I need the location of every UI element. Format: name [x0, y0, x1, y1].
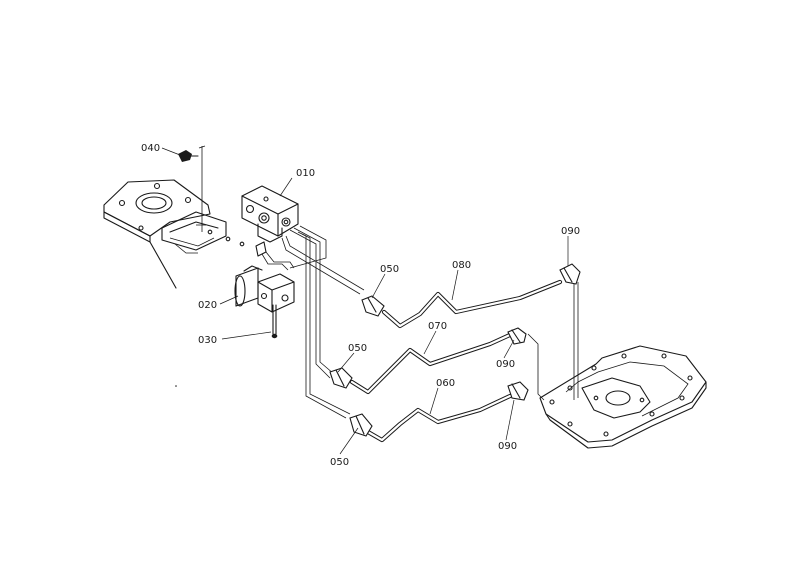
callout-050-upper: 050	[380, 264, 399, 275]
callout-080: 080	[452, 260, 471, 271]
callout-050-middle: 050	[348, 343, 367, 354]
callout-090-mid: 090	[496, 359, 515, 370]
leader-lines	[161, 147, 569, 455]
pipe-upper-part	[381, 279, 563, 329]
hoses	[281, 225, 579, 419]
elbow-090-mid	[507, 327, 527, 345]
callout-090-top: 090	[561, 226, 580, 237]
fitting-050-lower	[349, 413, 373, 437]
elbow-090-top	[559, 263, 581, 285]
pipe-lower-part	[365, 393, 513, 443]
stray-dot	[175, 385, 177, 387]
fitting-050-middle	[329, 367, 353, 389]
callout-040: 040	[141, 143, 160, 154]
solenoid-valve	[234, 241, 295, 313]
pipe-middle-part	[349, 331, 515, 395]
callout-060: 060	[436, 378, 455, 389]
callout-070: 070	[428, 321, 447, 332]
elbow-090-bottom	[507, 381, 529, 401]
transmission-cover	[539, 345, 707, 449]
callout-090-bottom: 090	[498, 441, 517, 452]
callout-010: 010	[296, 168, 315, 179]
callout-020: 020	[198, 300, 217, 311]
fitting-050-upper	[361, 295, 385, 317]
bolt-lower-part	[271, 304, 278, 339]
mounting-bracket	[103, 179, 245, 289]
callout-050-lower: 050	[330, 457, 349, 468]
bolt-upper-part	[178, 150, 199, 162]
callouts: 010 020 030 040 050 050 050 060 070 080 …	[141, 143, 580, 468]
callout-030: 030	[198, 335, 217, 346]
control-valve	[241, 185, 299, 243]
